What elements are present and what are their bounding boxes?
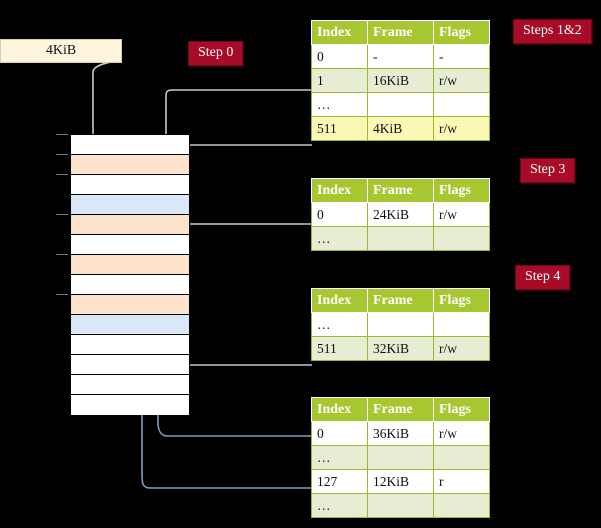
cell-flags	[433, 493, 490, 518]
cell-index: 0	[311, 421, 368, 446]
memory-frame-row	[71, 395, 189, 415]
cell-index: 0	[311, 202, 368, 227]
table-row: …	[311, 92, 490, 117]
cell-frame: -	[367, 44, 434, 69]
cell-frame: 4KiB	[367, 116, 434, 141]
column-header-index: Index	[311, 397, 368, 422]
memory-frame-row	[71, 155, 189, 175]
cell-frame: 16KiB	[367, 68, 434, 93]
memory-frame-row	[71, 295, 189, 315]
memory-frame-row	[71, 235, 189, 255]
table-row: …	[311, 312, 490, 337]
memory-frame-row	[71, 315, 189, 335]
cell-index: …	[311, 226, 368, 251]
table-row: 0--	[311, 44, 490, 69]
badge-step-3: Step 3	[520, 158, 576, 183]
column-header-flags: Flags	[433, 20, 490, 45]
cell-index: 1	[311, 68, 368, 93]
memory-frame-row	[71, 375, 189, 395]
cell-index: 0	[311, 44, 368, 69]
column-header-index: Index	[311, 288, 368, 313]
cell-frame: 36KiB	[367, 421, 434, 446]
cell-frame	[367, 493, 434, 518]
cell-flags	[433, 226, 490, 251]
table-row: …	[311, 226, 490, 251]
cell-frame: 32KiB	[367, 336, 434, 361]
frame-tick-mark	[56, 134, 68, 135]
column-header-frame: Frame	[367, 397, 434, 422]
memory-frame-row	[71, 215, 189, 235]
memory-frame-row	[71, 335, 189, 355]
cell-flags	[433, 445, 490, 470]
cell-flags: r	[433, 469, 490, 494]
cell-index: 511	[311, 116, 368, 141]
cell-flags: r/w	[433, 202, 490, 227]
badge-step-0: Step 0	[188, 41, 244, 66]
column-header-index: Index	[311, 20, 368, 45]
cell-index: 511	[311, 336, 368, 361]
frame-tick-mark	[56, 214, 68, 215]
cell-flags: r/w	[433, 68, 490, 93]
four-kib-label: 4KiB	[45, 43, 77, 58]
column-header-flags: Flags	[433, 397, 490, 422]
badge-steps-1-2: Steps 1&2	[513, 19, 592, 44]
table-row: …	[311, 445, 490, 470]
cell-frame: 12KiB	[367, 469, 434, 494]
cell-flags: r/w	[433, 336, 490, 361]
column-header-index: Index	[311, 178, 368, 203]
memory-frame-row	[71, 275, 189, 295]
memory-frame-row	[71, 195, 189, 215]
cell-index: …	[311, 493, 368, 518]
memory-frame-row	[71, 175, 189, 195]
column-header-flags: Flags	[433, 288, 490, 313]
cell-flags: -	[433, 44, 490, 69]
cell-frame	[367, 226, 434, 251]
memory-frame-row	[71, 355, 189, 375]
table-row: …	[311, 493, 490, 518]
frame-tick-mark	[56, 154, 68, 155]
frame-tick-mark	[56, 174, 68, 175]
cell-flags: r/w	[433, 116, 490, 141]
memory-frame-row	[71, 255, 189, 275]
frame-tick-mark	[56, 254, 68, 255]
column-header-frame: Frame	[367, 20, 434, 45]
column-header-frame: Frame	[367, 178, 434, 203]
memory-frame-row	[71, 135, 189, 155]
cell-frame	[367, 445, 434, 470]
cell-index: …	[311, 312, 368, 337]
cell-flags: r/w	[433, 421, 490, 446]
cell-index: …	[311, 445, 368, 470]
cell-frame	[367, 92, 434, 117]
cell-frame: 24KiB	[367, 202, 434, 227]
column-header-flags: Flags	[433, 178, 490, 203]
physical-memory-column	[70, 134, 190, 415]
column-header-frame: Frame	[367, 288, 434, 313]
cell-flags	[433, 92, 490, 117]
cell-index: …	[311, 92, 368, 117]
frame-tick-mark	[56, 294, 68, 295]
cell-flags	[433, 312, 490, 337]
cell-index: 127	[311, 469, 368, 494]
cell-frame	[367, 312, 434, 337]
badge-step-4: Step 4	[515, 265, 571, 290]
four-kib-box: 4KiB	[0, 39, 122, 63]
